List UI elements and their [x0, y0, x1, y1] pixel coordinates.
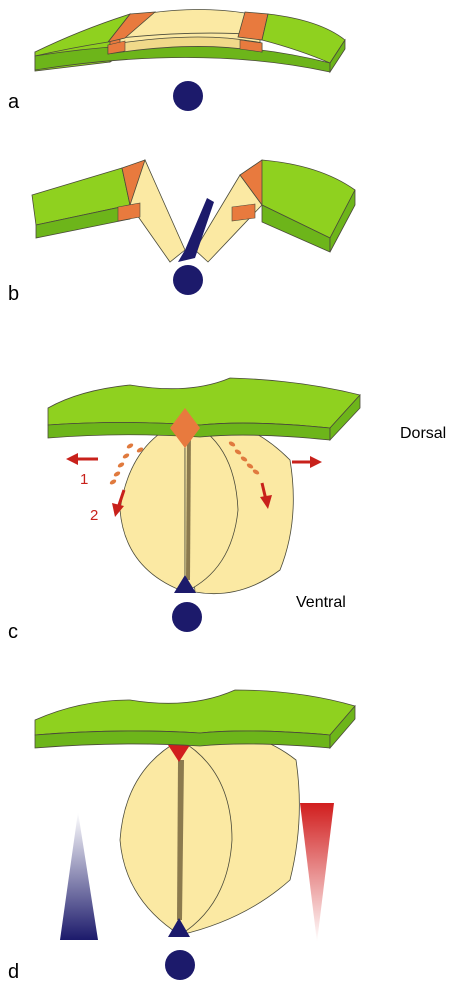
notochord-a: [173, 81, 203, 111]
arrow-label-2: 2: [90, 507, 98, 524]
notochord-c: [172, 602, 202, 632]
arrow-pathway-1-left: [66, 453, 98, 465]
panel-c: 1 2 Dorsal Ventral c: [8, 378, 446, 643]
arrow-pathway-right-out: [292, 456, 322, 468]
ventral-label: Ventral: [296, 594, 346, 611]
notochord-d: [165, 950, 195, 980]
arrow-label-1: 1: [80, 471, 88, 488]
ventral-shh-gradient: [60, 812, 98, 940]
panel-letter-b: b: [8, 283, 19, 305]
panel-letter-c: c: [8, 621, 18, 643]
neural-tube-left-d: [120, 740, 180, 935]
epidermis-top-c: [48, 378, 360, 428]
slab-front-crest-right-b: [232, 204, 255, 221]
notochord-b: [173, 265, 203, 295]
panel-letter-a: a: [8, 91, 20, 113]
panel-b: b: [8, 160, 355, 305]
dorsal-bmp-gradient: [300, 803, 334, 942]
panel-letter-d: d: [8, 961, 19, 983]
panel-a: a: [8, 10, 345, 114]
epidermis-front-d: [35, 731, 330, 748]
dorsal-label: Dorsal: [400, 425, 446, 442]
panel-d: d: [8, 690, 355, 983]
epidermis-top-d: [35, 690, 355, 735]
